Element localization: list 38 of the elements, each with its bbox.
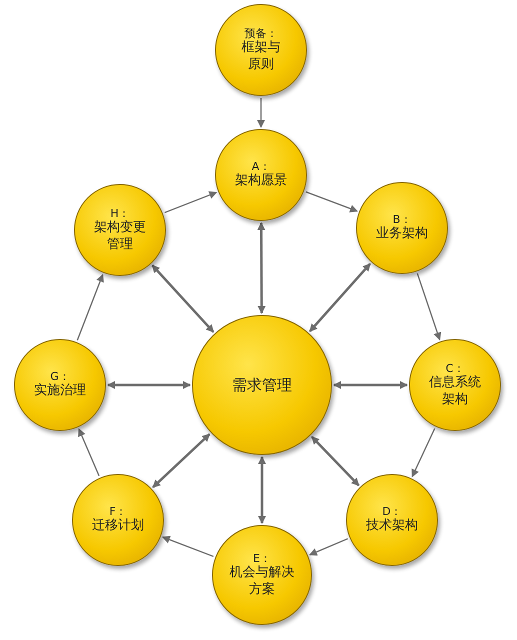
stage-name: 迁移计划 xyxy=(92,518,144,535)
arrow xyxy=(416,273,442,340)
stage-label: A： xyxy=(252,160,270,174)
stage-name: 实施治理 xyxy=(34,383,86,400)
stage-label: E： xyxy=(253,552,271,566)
stage-name: 架构变更管理 xyxy=(93,220,147,253)
stage-label: C： xyxy=(446,362,464,376)
arrow xyxy=(412,428,436,478)
arrow xyxy=(308,538,348,556)
stage-label: D： xyxy=(382,505,402,518)
arrow xyxy=(257,98,265,128)
arrow xyxy=(164,191,218,214)
arrow xyxy=(78,428,100,476)
stage-label: G： xyxy=(50,370,70,384)
stage-name: 机会与解决方案 xyxy=(228,565,296,598)
stage-circle xyxy=(346,474,438,566)
arrow xyxy=(306,191,358,212)
stage-name: 信息系统架构 xyxy=(428,375,482,408)
arrow xyxy=(311,436,360,486)
arrow xyxy=(308,263,371,332)
stage-name: 需求管理 xyxy=(232,376,292,394)
stage-name: 架构愿景 xyxy=(235,173,287,190)
arrow xyxy=(257,222,266,314)
arrow xyxy=(76,274,104,340)
stage-circle xyxy=(356,182,448,274)
arrow xyxy=(107,381,191,389)
stage-name: 技术架构 xyxy=(366,518,418,535)
stage-label: 预备： xyxy=(244,27,278,40)
stage-label: B： xyxy=(392,213,412,226)
stage-label: F： xyxy=(109,505,127,518)
stage-name: 业务架构 xyxy=(376,226,428,243)
arrow xyxy=(162,536,214,558)
stage-label: H： xyxy=(110,207,130,220)
arrow xyxy=(333,381,408,389)
arrow xyxy=(152,264,214,333)
arrow xyxy=(258,456,266,524)
stage-name: 框架与原则 xyxy=(240,40,282,73)
arrow xyxy=(152,433,210,488)
